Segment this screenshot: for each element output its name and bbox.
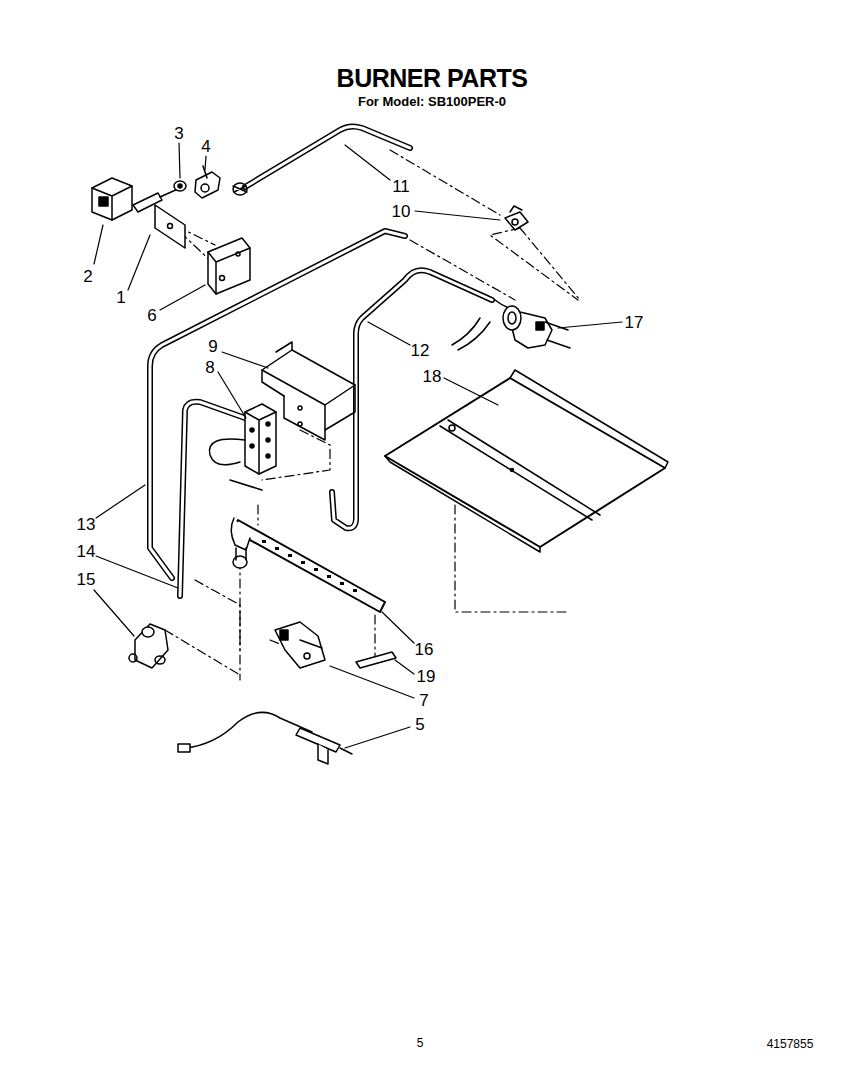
- callout-number: 1: [116, 289, 125, 306]
- callout-number: 14: [77, 543, 96, 560]
- callout-number: 13: [77, 516, 96, 533]
- callout-number: 3: [174, 125, 183, 142]
- callout-number: 11: [392, 178, 410, 195]
- callout-number: 12: [411, 342, 430, 359]
- callout-number: 9: [208, 338, 217, 355]
- callout-number: 4: [201, 138, 210, 155]
- callout-number: 5: [415, 716, 424, 733]
- callout-number: 17: [625, 314, 644, 331]
- callout-number: 8: [205, 359, 214, 376]
- callout-number: 16: [415, 641, 434, 658]
- callout-number: 7: [419, 692, 428, 709]
- callout-number: 2: [83, 268, 92, 285]
- diagram-title: BURNER PARTS: [337, 66, 528, 91]
- callout-number: 19: [417, 668, 436, 685]
- document-number: 4157855: [767, 1038, 814, 1050]
- callout-number: 18: [423, 368, 442, 385]
- model-subtitle: For Model: SB100PER-0: [358, 95, 506, 108]
- callout-number: 15: [77, 571, 96, 588]
- callout-number: 10: [392, 203, 411, 220]
- page-number: 5: [417, 1037, 424, 1049]
- callout-number: 6: [147, 307, 156, 324]
